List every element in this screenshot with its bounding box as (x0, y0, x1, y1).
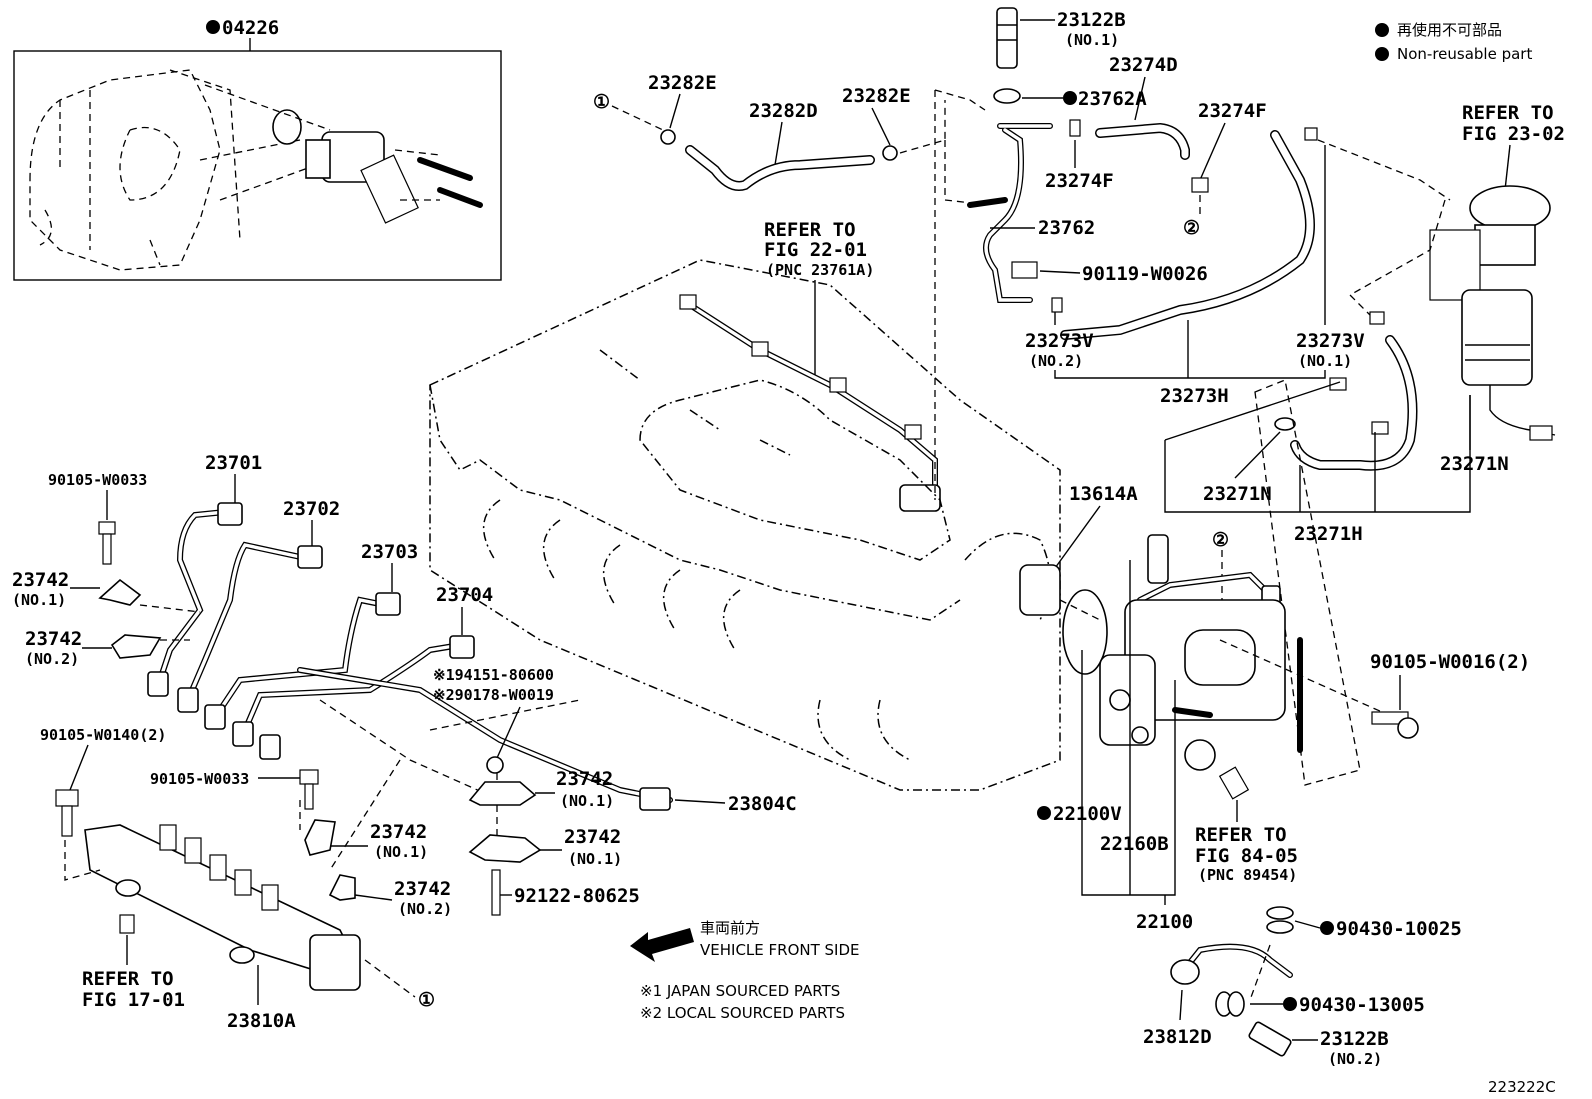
ref-22-01-line1: REFER TO (764, 219, 856, 241)
legend-jp: 再使用不可部品 (1397, 21, 1502, 39)
callout-92122-80625: 92122-80625 (514, 885, 640, 907)
circle-2-top: ② (1183, 217, 1200, 239)
orientation-jp: 車両前方 (700, 919, 760, 937)
callout-90105-W0016: 90105-W0016(2) (1370, 651, 1530, 673)
callout-23701: 23701 (205, 452, 262, 474)
callout-22100: 22100 (1136, 911, 1193, 933)
callout-90119-W0026: 90119-W0026 (1082, 263, 1208, 285)
lower-right-group: 90430-10025 23812D 90430-13005 23122B (N… (1143, 906, 1462, 1068)
callout-22160B: 22160B (1100, 833, 1169, 855)
callout-23282D: 23282D (749, 100, 818, 122)
callout-23271N-b: 23271N (1440, 453, 1509, 475)
callout-23122B-bottom: 23122B (1320, 1028, 1389, 1050)
callout-23742-2a-sub: (NO.2) (25, 650, 79, 668)
ref-84-05-line3: (PNC 89454) (1198, 866, 1297, 884)
callout-23282E-a: 23282E (648, 72, 717, 94)
callout-90105-W0140: 90105-W0140(2) (40, 726, 166, 744)
callout-23122B-bottom-sub: (NO.2) (1328, 1050, 1382, 1068)
callout-23122B-top: 23122B (1057, 9, 1126, 31)
left-clamps: 90105-W0033 23742 (NO.1) 23742 (NO.2) (12, 471, 201, 668)
callout-23742-1b-sub: (NO.1) (374, 843, 428, 861)
callout-23742-1a: 23742 (12, 569, 69, 591)
callout-23742-1c-sub: (NO.1) (568, 850, 622, 868)
callout-23742-2b: 23742 (394, 878, 451, 900)
callout-23810A: 23810A (227, 1010, 296, 1032)
callout-23742-1c: 23742 (564, 826, 621, 848)
ref-17-01-line2: FIG 17-01 (82, 989, 185, 1011)
footnote-japan: ※1 JAPAN SOURCED PARTS (640, 982, 840, 1000)
callout-23273V-no1-sub: (NO.1) (1298, 352, 1352, 370)
callout-23742-1d: 23742 (556, 768, 613, 790)
callout-23742-1a-sub: (NO.1) (12, 591, 66, 609)
legend: 再使用不可部品 Non-reusable part (1375, 21, 1532, 63)
ref-22-01-line2: FIG 22-01 (764, 239, 867, 261)
hose-23282: 23282E 23282D 23282E ① (593, 72, 946, 191)
ref-22-01-line3: (PNC 23761A) (766, 261, 874, 279)
o-ring-icon (272, 109, 302, 145)
callout-90430-13005: 90430-13005 (1299, 994, 1425, 1016)
footnotes: ※1 JAPAN SOURCED PARTS ※2 LOCAL SOURCED … (640, 982, 845, 1022)
injection-pump-22100: ② 90105-W0016(2) REFER TO FIG 84-05 (PNC… (1037, 529, 1530, 933)
callout-23704: 23704 (436, 584, 493, 606)
fuel-return-group: 23122B (NO.1) 23762A 23274D 23274F ② 232… (934, 7, 1267, 303)
callout-23273V-no2: 23273V (1025, 330, 1094, 352)
callout-90430-10025: 90430-10025 (1336, 918, 1462, 940)
orientation-indicator: 車両前方 VEHICLE FRONT SIDE (630, 919, 860, 962)
callout-23271N-a: 23271N (1203, 483, 1272, 505)
callout-23274F-b: 23274F (1045, 170, 1114, 192)
hose-23271: 23271N 23271N 23271H (1164, 311, 1509, 786)
callout-290178-W0019: ※290178-W0019 (433, 686, 554, 704)
ref-17-01-line1: REFER TO (82, 968, 174, 990)
callout-23812D: 23812D (1143, 1026, 1212, 1048)
ref-23-02-line1: REFER TO (1462, 102, 1554, 124)
callout-23742-2b-sub: (NO.2) (398, 900, 452, 918)
engine-block (429, 90, 1061, 791)
center-clamps: ※194151-80600 ※290178-W0019 23742 (NO.1)… (433, 666, 640, 916)
callout-23762: 23762 (1038, 217, 1095, 239)
arrow-left-icon (630, 928, 694, 962)
callout-04226: 04226 (222, 17, 279, 39)
ref-22-01: REFER TO FIG 22-01 (PNC 23761A) (679, 219, 941, 512)
footnote-local: ※2 LOCAL SOURCED PARTS (640, 1004, 845, 1022)
callout-194151-80600: ※194151-80600 (433, 666, 554, 684)
callout-23274D: 23274D (1109, 54, 1178, 76)
non-reusable-dot-icon (1375, 23, 1389, 37)
callout-22100V: 22100V (1053, 803, 1122, 825)
inset-04226: 04226 (13, 17, 502, 281)
callout-23273H: 23273H (1160, 385, 1229, 407)
callout-23282E-b: 23282E (842, 85, 911, 107)
callout-23271H: 23271H (1294, 523, 1363, 545)
circle-1-top: ① (593, 91, 610, 113)
ref-84-05-line1: REFER TO (1195, 824, 1287, 846)
callout-23273V-no1: 23273V (1296, 330, 1365, 352)
common-rail-23810A: 90105-W0140(2) 90105-W0033 23742 (NO.1) … (40, 726, 452, 1032)
callout-23742-2a: 23742 (25, 628, 82, 650)
callout-23742-1d-sub: (NO.1) (560, 792, 614, 810)
callout-13614A: 13614A (1069, 483, 1138, 505)
legend-en: Non-reusable part (1397, 45, 1532, 63)
callout-23762A: 23762A (1078, 88, 1147, 110)
callout-23804C: 23804C (728, 793, 797, 815)
callout-23742-1b: 23742 (370, 821, 427, 843)
callout-23122B-top-sub: (NO.1) (1065, 31, 1119, 49)
fuel-filter-ref: REFER TO FIG 23-02 (1348, 102, 1565, 441)
injection-pipes: 23701 23702 23703 23704 23804C (147, 452, 797, 871)
circle-1-bottom: ① (418, 989, 435, 1011)
plug-13614A: 13614A (1019, 483, 1138, 675)
non-reusable-dot-icon (206, 20, 220, 34)
callout-23274F-a: 23274F (1198, 100, 1267, 122)
ref-84-05-line2: FIG 84-05 (1195, 845, 1298, 867)
hose-23273H: 23273V (NO.2) 23273V (NO.1) 23273H (1025, 127, 1451, 407)
orientation-en: VEHICLE FRONT SIDE (700, 941, 860, 959)
callout-23703: 23703 (361, 541, 418, 563)
callout-90105-W0033-b: 90105-W0033 (150, 770, 249, 788)
diagram-id: 223222C (1488, 1078, 1556, 1096)
circle-2-pump: ② (1212, 529, 1229, 551)
non-reusable-dot-icon (1375, 47, 1389, 61)
callout-23273V-no2-sub: (NO.2) (1029, 352, 1083, 370)
ref-23-02-line2: FIG 23-02 (1462, 123, 1565, 145)
callout-23702: 23702 (283, 498, 340, 520)
callout-90105-W0033-a: 90105-W0033 (48, 471, 147, 489)
